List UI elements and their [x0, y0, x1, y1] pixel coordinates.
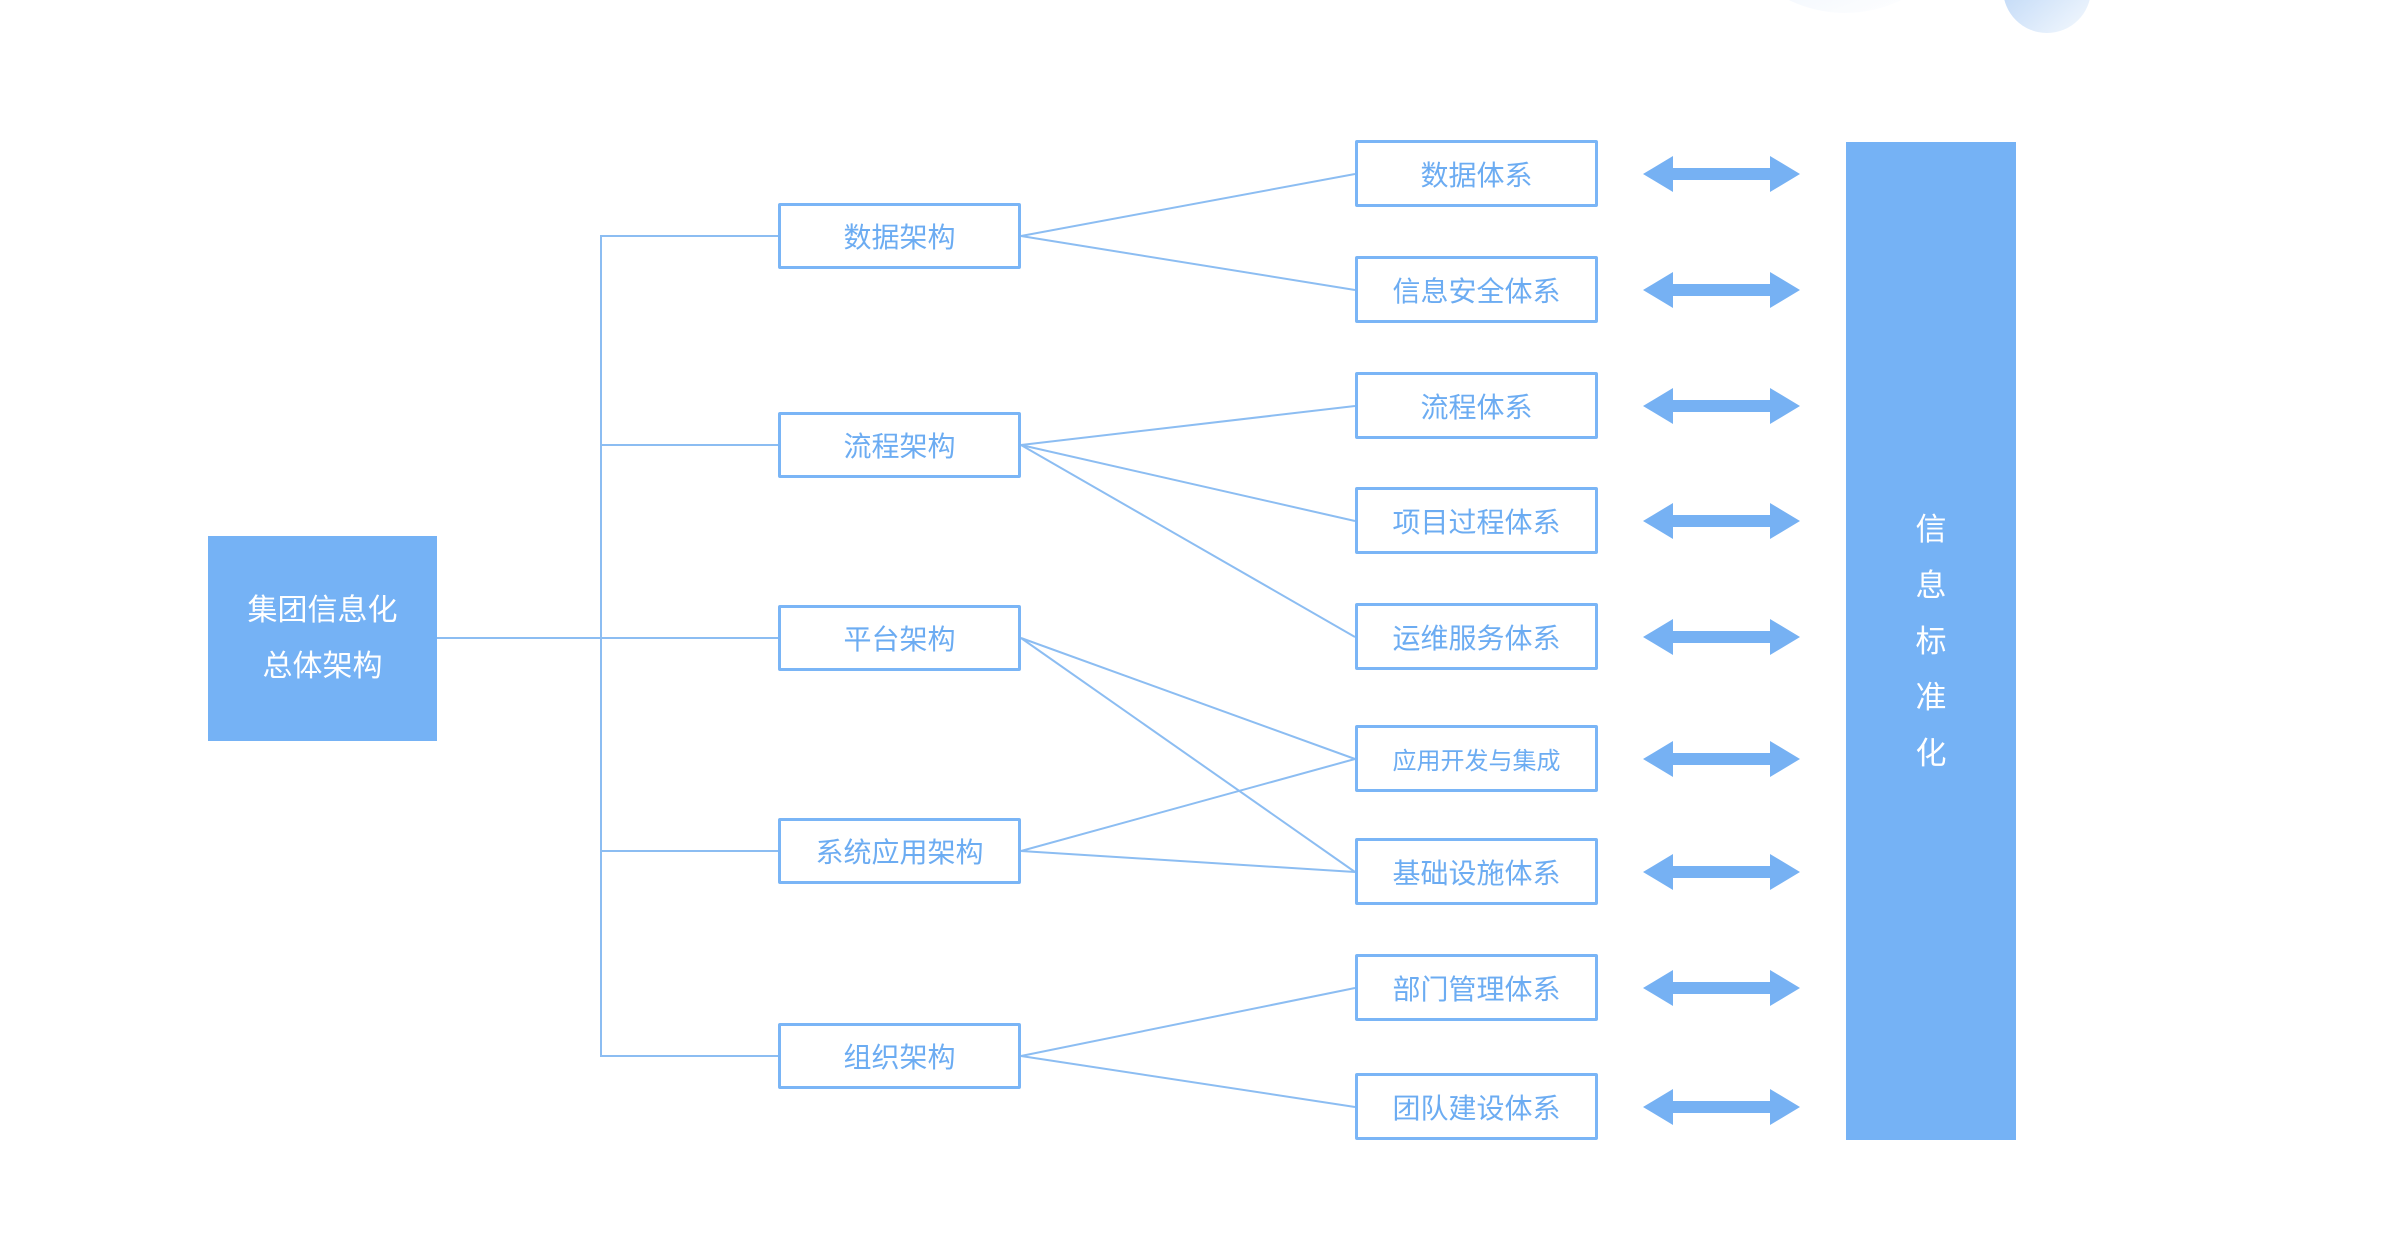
double-arrow-icon [1643, 741, 1800, 777]
edge-data-arch-infosec-sys [1020, 235, 1356, 291]
double-arrow-icon [1643, 854, 1800, 890]
bar-char: 化 [1915, 735, 1947, 771]
node-process-system: 流程体系 [1355, 372, 1598, 439]
node-infrastructure-system: 基础设施体系 [1355, 838, 1598, 905]
double-arrow-icon [1643, 156, 1800, 192]
edge-root-org-arch [437, 637, 778, 1057]
double-arrow-icon [1643, 503, 1800, 539]
edge-platform-arch-infra-sys [1020, 637, 1356, 873]
edge-process-arch-ops-sys [1020, 444, 1356, 638]
node-app-development-integration: 应用开发与集成 [1355, 725, 1598, 792]
edge-org-arch-dept-sys [1020, 987, 1356, 1057]
node-organization-architecture: 组织架构 [778, 1023, 1021, 1089]
node-project-process-system: 项目过程体系 [1355, 487, 1598, 554]
edge-sysapp-arch-infra-sys [1020, 850, 1356, 873]
edge-process-arch-process-sys [1020, 405, 1356, 446]
double-arrow-icon [1643, 619, 1800, 655]
node-system-application-architecture: 系统应用架构 [778, 818, 1021, 884]
node-information-security-system: 信息安全体系 [1355, 256, 1598, 323]
node-data-system: 数据体系 [1355, 140, 1598, 207]
node-group-informatization-architecture: 集团信息化 总体架构 [208, 536, 437, 741]
double-arrow-icon [1643, 388, 1800, 424]
double-arrow-icon [1643, 1089, 1800, 1125]
edge-root-process-arch [437, 444, 778, 639]
root-label-line2: 总体架构 [262, 649, 383, 683]
bar-char: 准 [1915, 679, 1947, 715]
double-arrow-icon [1643, 272, 1800, 308]
bar-char: 信 [1915, 511, 1947, 547]
edge-org-arch-team-sys [1020, 1055, 1356, 1108]
bar-char: 标 [1915, 623, 1947, 659]
edge-root-data-arch [437, 235, 778, 639]
node-data-architecture: 数据架构 [778, 203, 1021, 269]
node-process-architecture: 流程架构 [778, 412, 1021, 478]
node-team-building-system: 团队建设体系 [1355, 1073, 1598, 1140]
root-label-line1: 集团信息化 [247, 593, 398, 627]
information-standardization-bar: 信 息 标 准 化 [1846, 142, 2016, 1140]
node-department-management-system: 部门管理体系 [1355, 954, 1598, 1021]
edge-data-arch-data-sys [1020, 173, 1356, 237]
edge-process-arch-project-sys [1020, 444, 1356, 522]
edge-platform-arch-appdev-sys [1020, 637, 1356, 760]
double-arrow-icon [1643, 970, 1800, 1006]
bar-char: 息 [1915, 567, 1947, 603]
edge-sysapp-arch-appdev-sys [1020, 758, 1356, 852]
node-operation-maintenance-system: 运维服务体系 [1355, 603, 1598, 670]
node-platform-architecture: 平台架构 [778, 605, 1021, 671]
edge-root-sysapp-arch [437, 637, 778, 852]
